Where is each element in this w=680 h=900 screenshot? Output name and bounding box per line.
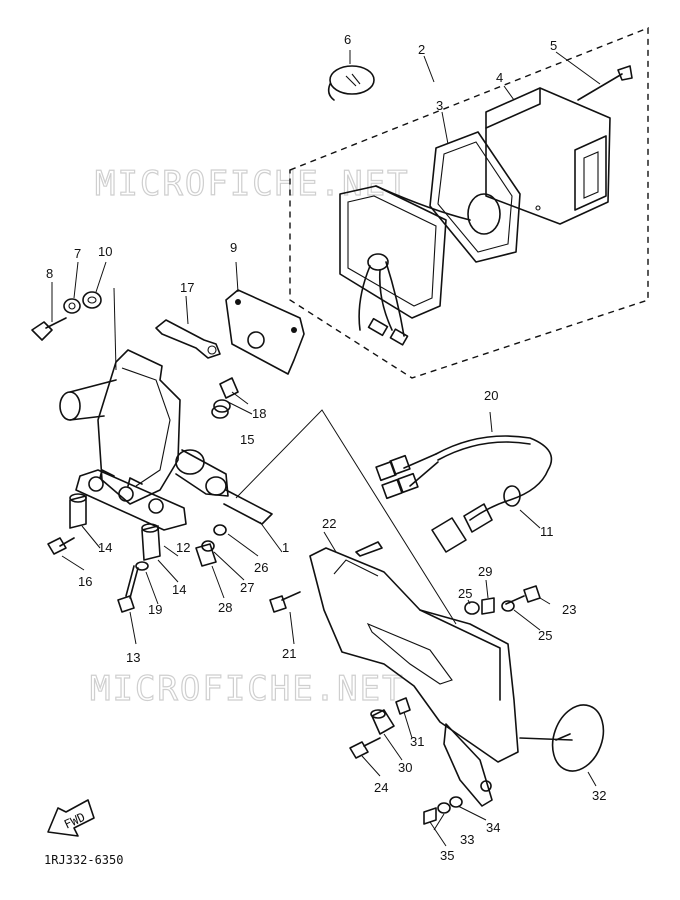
callout-33: 33 bbox=[460, 832, 474, 847]
collar-part-31 bbox=[395, 697, 411, 715]
reflector-part-32 bbox=[551, 704, 605, 772]
washer-part-33 bbox=[437, 802, 451, 814]
callout-10: 10 bbox=[98, 244, 112, 259]
callout-27: 27 bbox=[240, 580, 254, 595]
taillight-base bbox=[339, 185, 501, 346]
leader-lines bbox=[51, 50, 601, 847]
callout-32: 32 bbox=[592, 788, 606, 803]
callout-19: 19 bbox=[148, 602, 162, 617]
plate-bracket-part-22 bbox=[309, 547, 573, 807]
bolt-part-24 bbox=[349, 737, 381, 759]
watermark-bottom: MICROFICHE.NET bbox=[90, 669, 405, 709]
callout-17: 17 bbox=[180, 280, 194, 295]
callout-24: 24 bbox=[374, 780, 388, 795]
plate-part-9 bbox=[225, 289, 305, 375]
callout-9: 9 bbox=[230, 240, 237, 255]
lens-housing-part-4 bbox=[485, 87, 611, 225]
callout-16: 16 bbox=[78, 574, 92, 589]
bolt-part-8 bbox=[31, 317, 67, 341]
callout-25-left: 25 bbox=[458, 586, 472, 601]
bolt-part-13 bbox=[117, 565, 139, 613]
callout-28: 28 bbox=[218, 600, 232, 615]
part-code: 1RJ332-6350 bbox=[44, 853, 123, 867]
callout-5: 5 bbox=[550, 38, 557, 53]
callout-11: 11 bbox=[540, 524, 554, 539]
grommet-part-18 bbox=[219, 377, 239, 399]
callout-14-left: 14 bbox=[98, 540, 112, 555]
callout-20: 20 bbox=[484, 388, 498, 403]
front-arrow-label: FWD bbox=[62, 810, 88, 832]
guide-line-2 bbox=[235, 409, 457, 625]
bracket-part-1 bbox=[59, 349, 273, 531]
bulb-part-6 bbox=[327, 65, 375, 101]
callout-25-right: 25 bbox=[538, 628, 552, 643]
wire-harness-part-20 bbox=[375, 435, 553, 553]
washer-part-19 bbox=[135, 561, 149, 571]
spacer-part-14-right bbox=[141, 523, 161, 561]
collar-part-30 bbox=[370, 709, 395, 735]
collar-part-10 bbox=[82, 291, 102, 309]
callout-31: 31 bbox=[410, 734, 424, 749]
callout-2: 2 bbox=[418, 42, 425, 57]
washer-part-7 bbox=[63, 298, 81, 314]
callout-26: 26 bbox=[254, 560, 268, 575]
callout-18: 18 bbox=[252, 406, 266, 421]
washer-part-25-left bbox=[464, 601, 480, 615]
callout-7: 7 bbox=[74, 246, 81, 261]
callout-22: 22 bbox=[322, 516, 336, 531]
callout-13: 13 bbox=[126, 650, 140, 665]
callout-6: 6 bbox=[344, 32, 351, 47]
wire-harness-part-17 bbox=[155, 319, 221, 359]
washer-part-25-right bbox=[501, 600, 515, 612]
callout-8: 8 bbox=[46, 266, 53, 281]
callout-29: 29 bbox=[478, 564, 492, 579]
washer-part-26 bbox=[213, 524, 227, 536]
nut-part-15 bbox=[211, 399, 231, 419]
callout-3: 3 bbox=[436, 98, 443, 113]
callout-30: 30 bbox=[398, 760, 412, 775]
spacer-part-14-left bbox=[69, 493, 87, 529]
nut-part-35 bbox=[423, 807, 437, 825]
callout-34: 34 bbox=[486, 820, 500, 835]
nut-part-29 bbox=[481, 597, 495, 615]
callout-23: 23 bbox=[562, 602, 576, 617]
bolt-part-16 bbox=[47, 537, 75, 555]
callout-21: 21 bbox=[282, 646, 296, 661]
gasket-part-3 bbox=[429, 131, 521, 263]
collar-part-28 bbox=[195, 543, 217, 567]
washer-part-34 bbox=[449, 796, 463, 808]
callout-12: 12 bbox=[176, 540, 190, 555]
bolt-part-21 bbox=[269, 541, 383, 613]
callout-1: 1 bbox=[282, 540, 289, 555]
callout-14-right: 14 bbox=[172, 582, 186, 597]
callout-labels: 6 2 5 4 3 9 7 10 8 17 18 15 20 11 22 1 1… bbox=[46, 32, 606, 863]
callout-4: 4 bbox=[496, 70, 503, 85]
guide-line-1 bbox=[113, 287, 117, 371]
screw-part-5 bbox=[577, 65, 633, 101]
watermark-top: MICROFICHE.NET bbox=[95, 164, 410, 204]
front-arrow-icon: FWD bbox=[47, 799, 95, 837]
callout-35: 35 bbox=[440, 848, 454, 863]
callout-15: 15 bbox=[240, 432, 254, 447]
taillight-assembly-boundary bbox=[289, 26, 649, 379]
